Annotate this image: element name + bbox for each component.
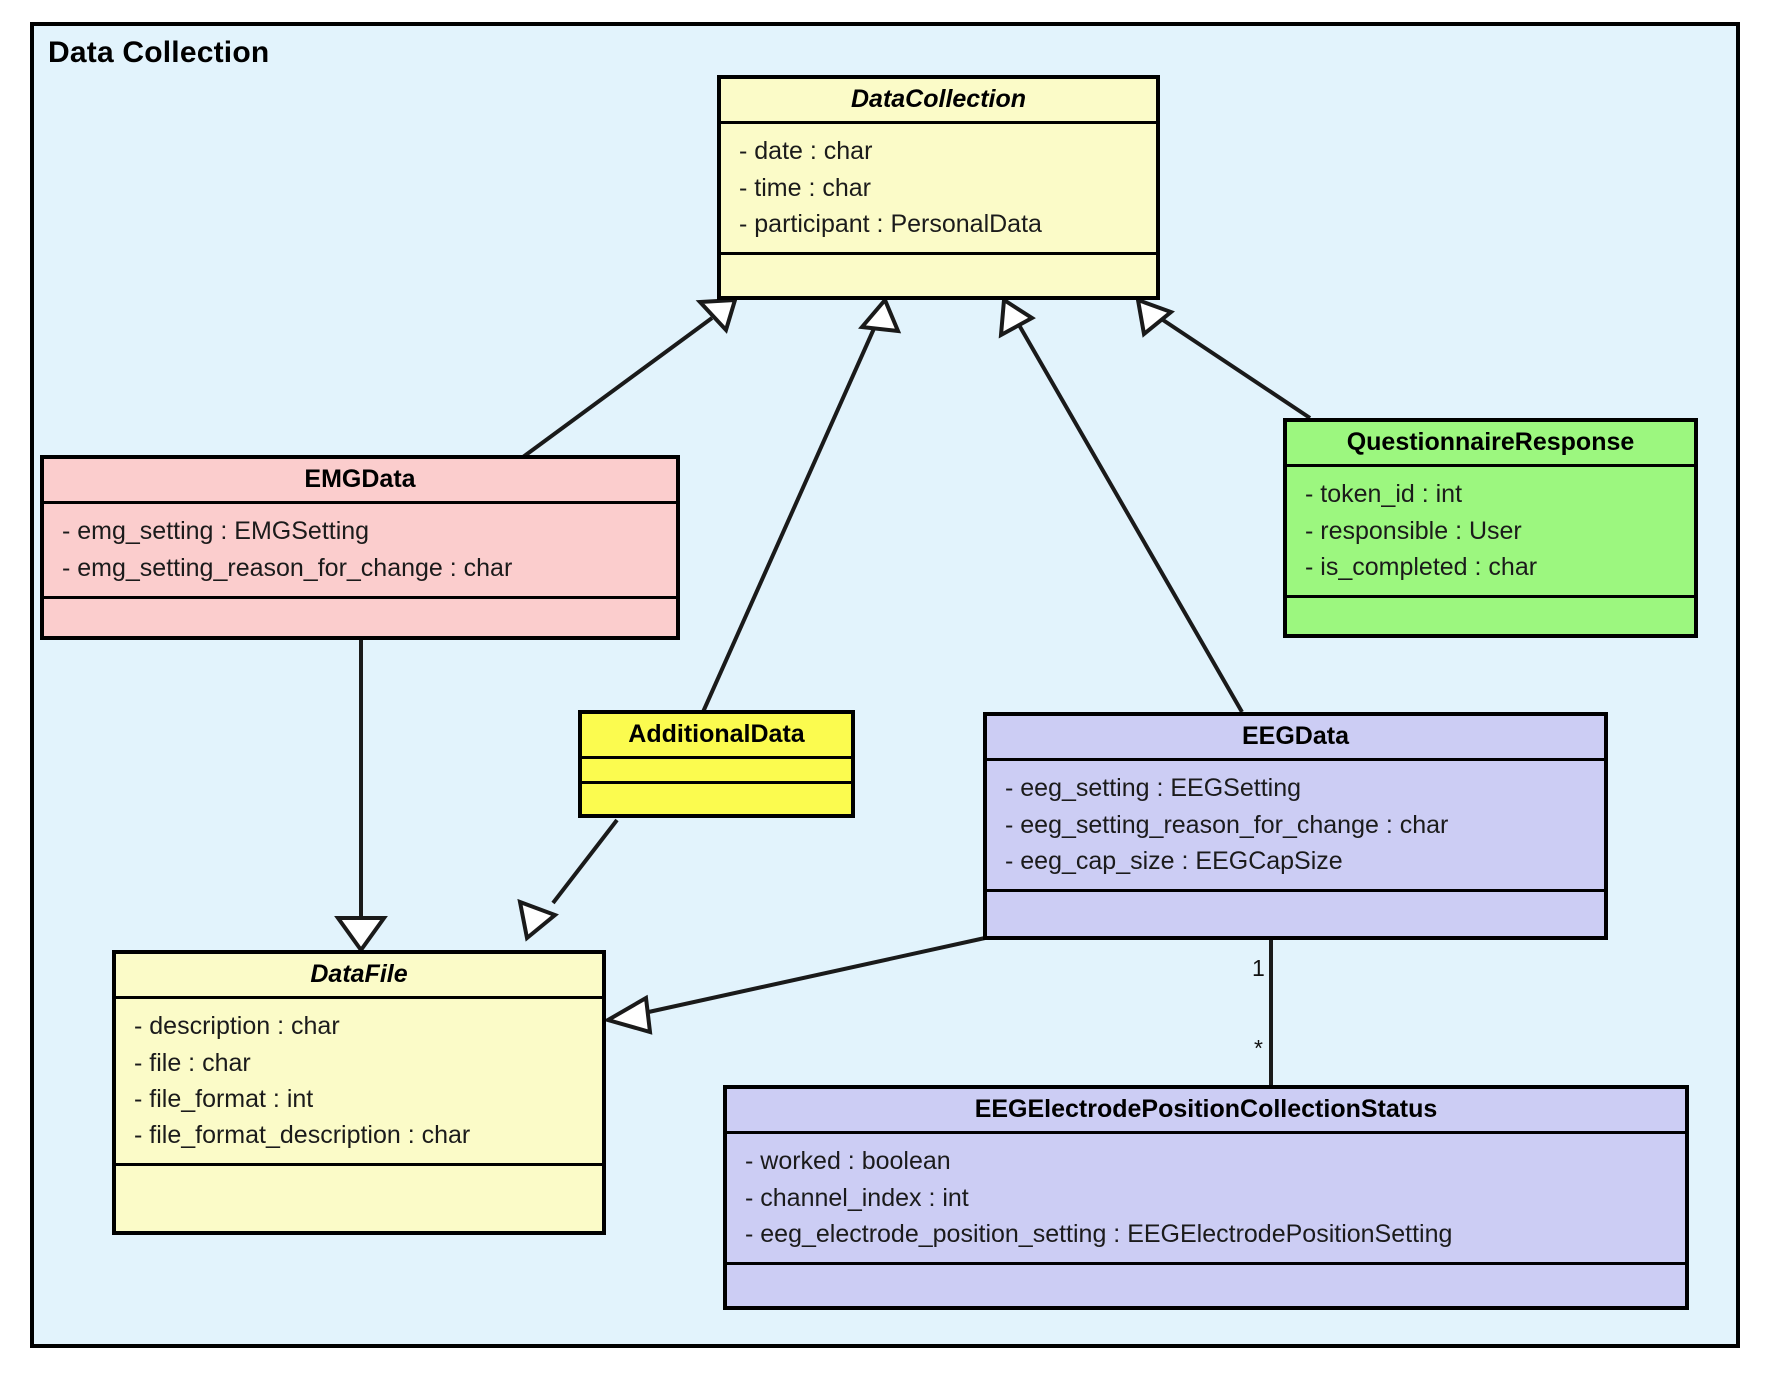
attribute-item: - date : char: [739, 137, 873, 166]
class-name-emgdata: EMGData: [304, 465, 416, 493]
attribute-item: - channel_index : int: [745, 1183, 969, 1212]
attribute-item: - description : char: [134, 1012, 340, 1041]
attribute-item: - participant : PersonalData: [739, 209, 1042, 238]
multiplicity-source: 1: [1252, 955, 1265, 981]
operation-compartment-datacollection: [721, 252, 1156, 281]
class-box-questionnaireresponse[interactable]: QuestionnaireResponse - token_id : int -…: [1283, 418, 1698, 638]
attribute-item: - emg_setting_reason_for_change : char: [62, 553, 513, 582]
class-name-eegelectrodepositioncollectionstatus: EEGElectrodePositionCollectionStatus: [974, 1095, 1438, 1123]
operation-compartment-eegelectrodepositioncollectionstatus: [727, 1262, 1685, 1291]
attribute-compartment-eegelectrodepositioncollectionstatus: - worked : boolean - channel_index : int…: [727, 1131, 1685, 1262]
attribute-compartment-datafile: - description : char - file : char - fil…: [116, 996, 602, 1163]
attribute-item: - eeg_cap_size : EEGCapSize: [1005, 846, 1343, 875]
attribute-compartment-emgdata: - emg_setting : EMGSetting - emg_setting…: [44, 501, 676, 596]
class-box-eegdata[interactable]: EEGData - eeg_setting : EEGSetting - eeg…: [983, 712, 1608, 940]
class-box-emgdata[interactable]: EMGData - emg_setting : EMGSetting - emg…: [40, 455, 680, 640]
multiplicity-target: *: [1254, 1035, 1263, 1061]
attribute-item: - emg_setting : EMGSetting: [62, 517, 370, 546]
attribute-item: - file_format_description : char: [134, 1121, 471, 1149]
class-name-eegdata: EEGData: [1242, 722, 1349, 750]
attribute-item: - responsible : User: [1305, 516, 1522, 545]
attribute-item: - worked : boolean: [745, 1147, 951, 1176]
attribute-item: - file_format : int: [134, 1084, 314, 1113]
attribute-compartment-eegdata: - eeg_setting : EEGSetting - eeg_setting…: [987, 758, 1604, 889]
attribute-item: - token_id : int: [1305, 480, 1463, 509]
operation-compartment-emgdata: [44, 595, 676, 625]
class-box-datafile[interactable]: DataFile - description : char - file : c…: [112, 950, 606, 1235]
operation-compartment-questionnaireresponse: [1287, 595, 1694, 624]
attribute-compartment-additionaldata: [582, 756, 851, 781]
attribute-item: - file : char: [134, 1048, 251, 1077]
class-name-questionnaireresponse: QuestionnaireResponse: [1346, 428, 1635, 456]
operation-compartment-datafile: [116, 1163, 602, 1192]
attribute-item: - eeg_setting : EEGSetting: [1005, 774, 1302, 803]
attribute-compartment-questionnaireresponse: - token_id : int - responsible : User - …: [1287, 464, 1694, 595]
class-box-datacollection[interactable]: DataCollection - date : char - time : ch…: [717, 75, 1160, 300]
class-name-datacollection: DataCollection: [850, 85, 1027, 113]
class-box-additionaldata[interactable]: AdditionalData: [578, 710, 855, 818]
attribute-compartment-datacollection: - date : char - time : char - participan…: [721, 121, 1156, 252]
attribute-item: - eeg_setting_reason_for_change : char: [1005, 810, 1449, 839]
operation-compartment-eegdata: [987, 889, 1604, 918]
class-name-datafile: DataFile: [310, 960, 408, 988]
attribute-item: - time : char: [739, 173, 871, 202]
attribute-item: - is_completed : char: [1305, 552, 1538, 581]
class-box-eegelectrodepositioncollectionstatus[interactable]: EEGElectrodePositionCollectionStatus - w…: [723, 1085, 1689, 1310]
package-title: Data Collection: [48, 36, 270, 69]
attribute-item: - eeg_electrode_position_setting : EEGEl…: [745, 1219, 1453, 1248]
class-name-additionaldata: AdditionalData: [628, 720, 805, 748]
operation-compartment-additionaldata: [582, 781, 851, 810]
